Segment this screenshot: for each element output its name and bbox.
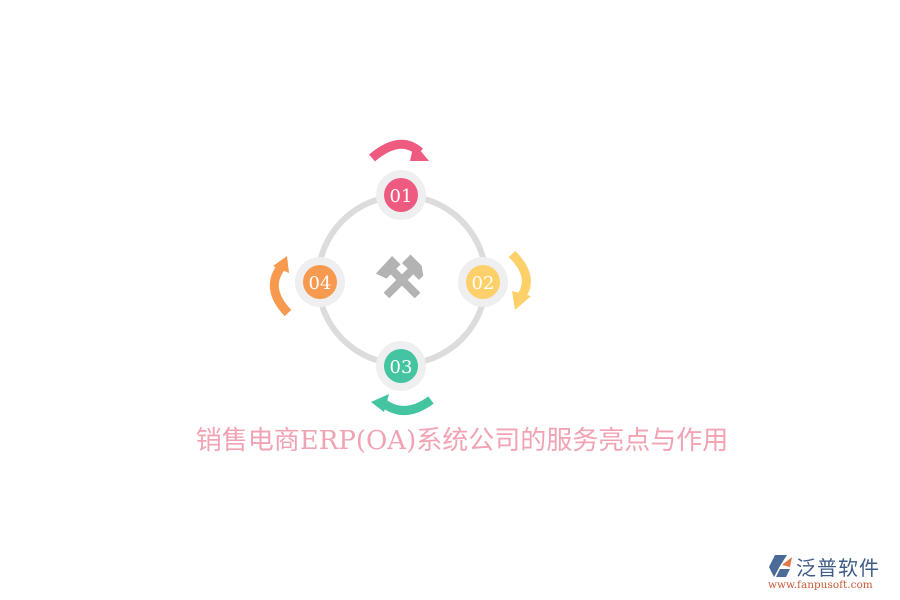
- diagram-title: 销售电商ERP(OA)系统公司的服务亮点与作用: [195, 426, 729, 456]
- fanpu-logo-icon: [769, 555, 792, 577]
- crossed-hammers-icon: [375, 254, 424, 298]
- brand-name: 泛普软件: [796, 556, 880, 580]
- arrow-head-top: [410, 143, 429, 161]
- arrow-head-right: [512, 291, 531, 310]
- step-node-01: 01: [376, 170, 426, 220]
- step-node-03: 03: [376, 341, 426, 391]
- step-label-03: 03: [390, 357, 413, 378]
- step-label-02: 02: [472, 273, 495, 294]
- step-label-04: 04: [309, 273, 332, 294]
- arrow-head-left: [273, 256, 289, 273]
- arrow-head-bottom: [371, 394, 389, 412]
- brand-logo: 泛普软件 www.fanpusoft.com: [768, 551, 896, 595]
- clockwise-arrow-left: [269, 263, 292, 317]
- clockwise-arrow-bottom: [379, 396, 434, 415]
- step-node-04: 04: [295, 257, 345, 307]
- step-label-01: 01: [390, 186, 413, 207]
- clockwise-arrow-right: [508, 250, 531, 301]
- step-node-02: 02: [458, 257, 508, 307]
- brand-url: www.fanpusoft.com: [768, 579, 873, 591]
